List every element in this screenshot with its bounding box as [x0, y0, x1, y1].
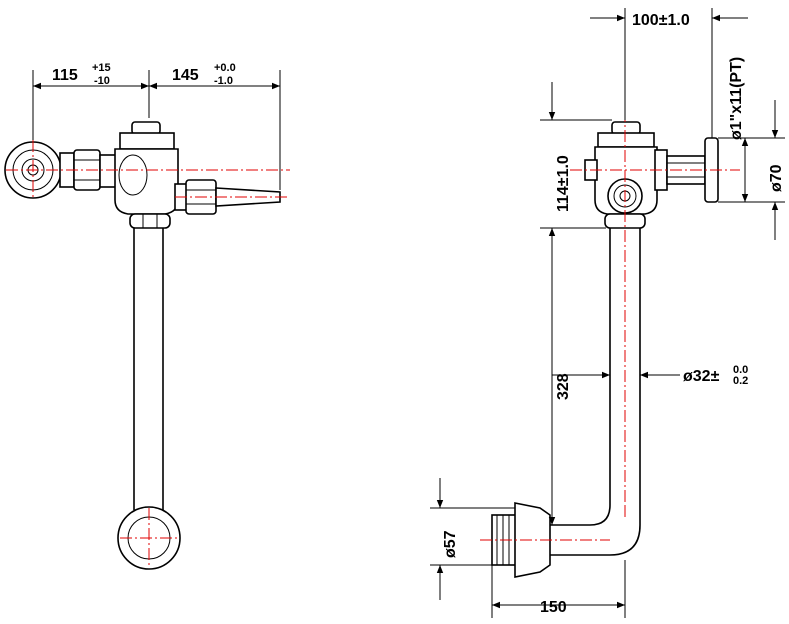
- dimension-57: ø57: [430, 478, 515, 600]
- dim-150-value: 150: [540, 599, 567, 616]
- left-view: 115 +15 -10 145 +0.0 -1.0: [4, 62, 290, 570]
- dim-114-value: 114±1.0: [555, 155, 572, 212]
- dimension-pipe-diameter: ø32± 0.0 0.2: [640, 364, 748, 387]
- dim-115-tol-lower: -10: [94, 75, 110, 87]
- dim-145-tol-upper: +0.0: [214, 62, 236, 74]
- dim-pipe-tol-upper: 0.0: [733, 364, 748, 376]
- dim-145-value: 145: [172, 67, 199, 84]
- dim-115-tol-upper: +15: [92, 62, 111, 74]
- dimension-328: 328: [548, 228, 610, 525]
- left-valve-body: [114, 121, 179, 229]
- dim-57-value: ø57: [442, 530, 459, 558]
- dimension-115: 115 +15 -10: [32, 62, 150, 140]
- dim-pipe-tol-lower: 0.2: [733, 375, 748, 387]
- right-flush-pipe: [550, 228, 641, 556]
- dim-pipe-value: ø32±: [683, 368, 720, 385]
- dim-115-value: 115: [52, 67, 78, 84]
- dimension-100: 100±1.0: [590, 8, 748, 138]
- dim-thread-label: ø1"x11(PT): [728, 57, 745, 140]
- dimension-150: 150: [491, 560, 626, 618]
- dimension-70: ø70: [718, 100, 785, 240]
- dim-100-value: 100±1.0: [632, 12, 690, 29]
- dimension-145: 145 +0.0 -1.0: [149, 62, 281, 190]
- dim-145-tol-lower: -1.0: [214, 75, 233, 87]
- dim-70-value: ø70: [768, 164, 785, 192]
- right-view: 100±1.0 ø1"x11(PT) ø70 114±1.0 328: [430, 8, 785, 618]
- right-valve-body: [584, 121, 658, 229]
- dim-328-value: 328: [555, 373, 572, 400]
